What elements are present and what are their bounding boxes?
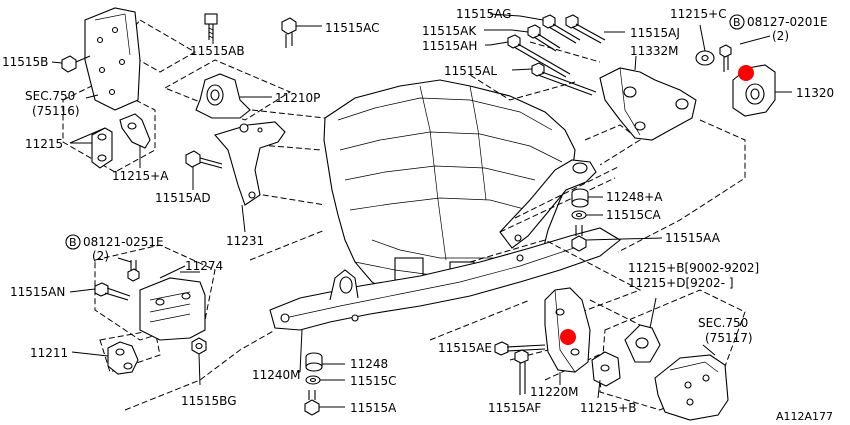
- bolt-11515ab-icon: [204, 13, 218, 40]
- highlight-marker-11320: [738, 65, 754, 81]
- label-11515ag: 11515AG: [456, 7, 511, 21]
- label-sec750-b: SEC.750: [698, 316, 748, 330]
- insulator-11248a-icon: [571, 188, 603, 208]
- label-11248: 11248: [350, 357, 388, 371]
- label-11515ac: 11515AC: [325, 21, 380, 35]
- circled-b-icon-left: B: [65, 234, 81, 250]
- label-11515aj: 11515AJ: [630, 26, 680, 40]
- washer-11515ca-icon: [571, 210, 603, 220]
- label-11215c: 11215+C: [670, 7, 727, 21]
- bracket-11332m-icon: [599, 55, 697, 141]
- label-11215d-range: 11215+D[9202- ]: [628, 276, 734, 290]
- highlight-marker-11220m: [560, 329, 576, 345]
- label-11515ae: 11515AE: [438, 341, 492, 355]
- label-11215: 11215: [25, 137, 63, 151]
- label-11515al: 11515AL: [444, 64, 497, 78]
- mount-11320-icon: [732, 64, 792, 117]
- label-11515ak: 11515AK: [422, 24, 477, 38]
- label-11215a: 11215+A: [112, 169, 169, 183]
- label-11515an: 11515AN: [10, 285, 65, 299]
- bolt-11515a-icon: [304, 390, 345, 416]
- label-11515a: 11515A: [350, 401, 397, 415]
- label-11210p: 11210P: [275, 91, 320, 105]
- label-11215b-range: 11215+B[9002-9202]: [628, 261, 759, 275]
- label-bolt-08121: 08121-0251E: [83, 235, 164, 249]
- circled-b-icon-top: B: [729, 14, 745, 30]
- label-bolt-08127-qty: (2): [772, 29, 789, 43]
- label-bolt-08127: 08127-0201E: [747, 15, 828, 29]
- bolt-11515ah-icon: [489, 34, 571, 78]
- label-11220m: 11220M: [530, 385, 579, 399]
- label-leader-lines: [51, 13, 771, 373]
- left-engine-bracket: [84, 7, 141, 111]
- label-11515ab: 11515AB: [190, 44, 245, 58]
- label-sec750-a: SEC.750: [25, 89, 75, 103]
- bolt-11515aj-icon: [565, 14, 625, 44]
- bolt-11515an-icon: [69, 282, 131, 301]
- label-11515bg: 11515BG: [181, 394, 237, 408]
- label-11274: 11274: [185, 259, 223, 273]
- dashed-leader-lines: [62, 19, 746, 411]
- crossmember-11240m: [269, 227, 621, 331]
- label-11515b: 11515B: [2, 55, 48, 69]
- label-11515c: 11515C: [350, 374, 397, 388]
- circled-b-letter: B: [69, 236, 77, 249]
- label-11515aa: 11515AA: [665, 231, 721, 245]
- label-11515ad: 11515AD: [155, 191, 211, 205]
- washer-11215c-icon: [695, 50, 715, 66]
- part-labels: 11515B 11515AB 11515AC SEC.750 (75116) 1…: [2, 7, 834, 423]
- label-11248a: 11248+A: [606, 190, 663, 204]
- bolt-11515ad-icon: [185, 150, 223, 190]
- label-11515af: 11515AF: [488, 401, 541, 415]
- label-11240m: 11240M: [252, 368, 301, 382]
- mount-11210p-icon: [195, 73, 272, 119]
- bolt-11515af-icon: [514, 349, 529, 395]
- bolt-11515al-icon: [511, 62, 597, 96]
- bolt-11515ac-icon: [281, 17, 322, 48]
- label-11515ca: 11515CA: [606, 208, 662, 222]
- insulator-11211-icon: [71, 341, 139, 375]
- circled-b-letter: B: [733, 16, 741, 29]
- bolt-11515ae-icon: [494, 341, 546, 356]
- label-sec750-b-ref: (75117): [705, 331, 753, 345]
- insulator-11215d-icon: [624, 297, 661, 363]
- bracket-11274-icon: [139, 271, 206, 341]
- label-bolt-08121-qty: (2): [92, 249, 109, 263]
- drawing-id: A112A177: [776, 410, 833, 423]
- label-11211: 11211: [30, 346, 68, 360]
- bolt-11515aa-icon: [571, 225, 663, 252]
- label-11332m: 11332M: [630, 44, 679, 58]
- bolt-11515b-icon: [61, 55, 91, 73]
- insulator-11215-icon: [70, 127, 113, 169]
- insulator-11215a-icon: [119, 113, 151, 168]
- bolt-11515ak-icon: [511, 24, 561, 52]
- label-11515ah: 11515AH: [422, 39, 477, 53]
- label-sec750-a-ref: (75116): [32, 104, 80, 118]
- label-11215b: 11215+B: [580, 401, 636, 415]
- bracket-sec750-75117-icon: [654, 344, 729, 421]
- bracket-11220m-icon: [544, 287, 591, 385]
- nut-11515bg-icon: [191, 337, 207, 386]
- bolt-08121-icon: [117, 257, 140, 282]
- insulator-11248-icon: [305, 352, 345, 372]
- bolt-11515ag-icon: [519, 14, 581, 44]
- washer-11515c-icon: [305, 375, 345, 385]
- insulator-11215b-icon: [591, 351, 621, 399]
- bracket-11231-icon: [214, 121, 286, 233]
- bolt-08127-icon: [719, 44, 732, 72]
- label-11231: 11231: [226, 234, 264, 248]
- front-mount-bracket: [499, 159, 597, 249]
- label-11320: 11320: [796, 86, 834, 100]
